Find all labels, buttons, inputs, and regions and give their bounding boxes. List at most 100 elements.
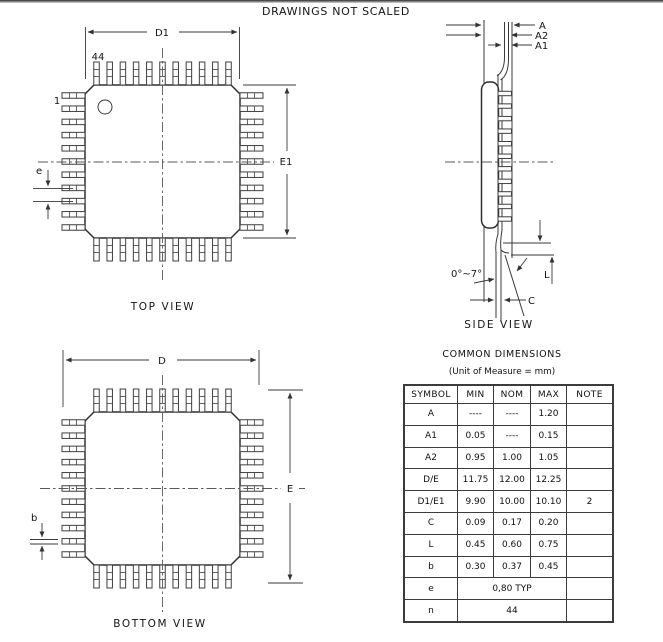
table-cell [566,446,614,470]
pin [198,388,206,413]
table-cell: e [403,577,458,601]
pin [212,388,219,413]
side-view-body [480,81,500,229]
pin [185,388,193,413]
pin [239,538,264,545]
pin [172,237,179,262]
bottom-view-label: BOTTOM VIEW [113,618,206,630]
pin [172,61,179,86]
pin [239,145,264,152]
lead-bar [497,115,512,122]
pin [239,419,264,426]
pin [239,158,264,165]
pin [225,237,232,262]
pin [146,237,153,262]
pin [61,472,86,479]
lead-bar [497,153,512,159]
bottom-view-dim-e: E [268,389,303,584]
pin [212,61,219,86]
table-header-cell: NOM [493,384,531,404]
dim-label-c: C [528,296,535,307]
pin [198,61,206,86]
dim-label-e2: E [287,484,293,495]
pin [239,224,264,231]
table-cell: 12.00 [493,468,531,492]
pin [185,237,193,262]
pin [93,237,100,262]
pin [106,61,113,86]
table-cell: A [403,403,458,426]
dim-label-l: L [544,270,550,281]
pin [146,564,153,589]
pin [61,92,86,99]
table-cell: ---- [493,424,531,448]
table-cell: 0.45 [530,555,567,579]
table-cell: 0.30 [457,555,494,579]
pin [93,388,100,413]
pin [61,551,86,558]
pin [225,388,232,413]
pin1-indicator-icon [97,99,113,115]
table-cell: 0.37 [493,555,531,579]
pin [239,131,264,139]
pin-1-label: 1 [54,96,60,107]
pin [119,564,127,589]
table-cell [566,533,614,557]
side-view-dim-c: C [470,296,535,307]
pin [239,118,264,126]
pin [185,61,193,86]
pin [61,498,86,505]
pin [225,61,232,86]
pin [106,237,113,262]
pin [132,237,140,262]
pin [93,61,100,86]
dim-label-b: b [31,513,37,524]
table-cell: 1.20 [530,403,567,426]
pin [239,551,264,558]
table-cell: A2 [403,446,458,470]
pin [61,211,86,218]
pin [239,105,264,112]
lead-bar [497,141,512,147]
table-cell: 12.25 [530,468,567,492]
side-view-lead-bars [497,90,512,222]
pin [61,524,86,532]
pin [239,472,264,479]
bottom-view: D E b BOTTOM VIEW [30,350,305,630]
pin [239,458,264,466]
table-cell [566,577,614,601]
pin [198,564,206,589]
table-cell: 1.00 [493,446,531,470]
pin [61,158,86,165]
pin [212,564,219,589]
table-cell: D1/E1 [403,490,458,513]
table-cell: 0.05 [457,424,494,448]
lead-bar [497,90,512,97]
pin [225,564,232,589]
table-cell [566,424,614,448]
table-cell: 1.05 [530,446,567,470]
bottom-view-dim-d: D [62,350,260,407]
table-cell: D/E [403,468,458,492]
pin [106,388,113,413]
top-view-dim-d1: D1 [85,27,240,79]
dim-label-e: e [36,166,42,177]
pin [119,388,127,413]
top-view: D1 44 1 e E1 TOP VIEW [33,27,298,313]
pin [239,524,264,532]
table-cell: 0.75 [530,533,567,557]
table-cell: 0.17 [493,511,531,535]
pin [198,237,206,262]
side-view: A A2 A1 L 0°~7° [445,20,556,331]
table-cell: 2 [566,490,614,513]
lead-bar [497,203,512,210]
pin [61,511,86,519]
pin [119,237,127,262]
